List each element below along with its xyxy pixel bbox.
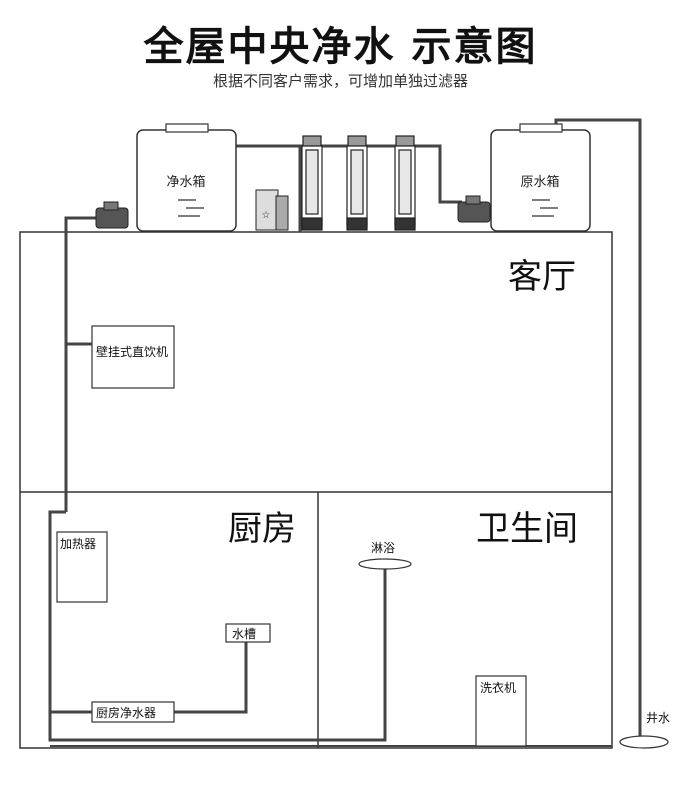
washing-machine-label: 洗衣机 bbox=[480, 680, 516, 695]
filter-column-3 bbox=[394, 135, 416, 231]
control-box-glyph: ☆ bbox=[262, 210, 271, 221]
diagram-title: 全屋中央净水 示意图 bbox=[143, 24, 538, 70]
washing-machine: 洗衣机 bbox=[475, 675, 527, 747]
well-label: 井水 bbox=[646, 711, 670, 725]
kitchen-purifier-label: 厨房净水器 bbox=[96, 705, 156, 720]
raw-tank-label: 原水箱 bbox=[520, 174, 559, 190]
heater-label: 加热器 bbox=[60, 537, 96, 551]
kitchen-purifier: 厨房净水器 bbox=[91, 701, 175, 723]
well: 井水 bbox=[619, 711, 670, 749]
wall-dispenser-label: 壁挂式直饮机 bbox=[96, 344, 168, 359]
raw-side-pump bbox=[457, 195, 491, 223]
clean-tank-label: 净水箱 bbox=[166, 174, 205, 190]
shower: 淋浴 bbox=[358, 541, 412, 570]
clean-side-pump bbox=[95, 201, 129, 229]
living-room-label: 客厅 bbox=[508, 257, 576, 297]
heater: 加热器 bbox=[56, 531, 108, 603]
diagram-subtitle: 根据不同客户需求，可增加单独过滤器 bbox=[212, 72, 468, 90]
control-box: ☆ bbox=[255, 189, 289, 231]
shower-label: 淋浴 bbox=[371, 541, 395, 555]
bathroom-label: 卫生间 bbox=[476, 509, 578, 549]
house-outline bbox=[19, 231, 613, 749]
sink: 水槽 bbox=[225, 623, 271, 643]
kitchen-label: 厨房 bbox=[228, 509, 296, 549]
wall-dispenser: 壁挂式直饮机 bbox=[91, 325, 175, 389]
raw-water-tank: 原水箱 bbox=[490, 123, 591, 232]
sink-label: 水槽 bbox=[232, 627, 256, 641]
clean-water-tank: 净水箱 bbox=[136, 123, 237, 232]
filter-column-1 bbox=[301, 135, 323, 231]
filter-columns bbox=[262, 135, 440, 231]
filter-column-2 bbox=[346, 135, 368, 231]
